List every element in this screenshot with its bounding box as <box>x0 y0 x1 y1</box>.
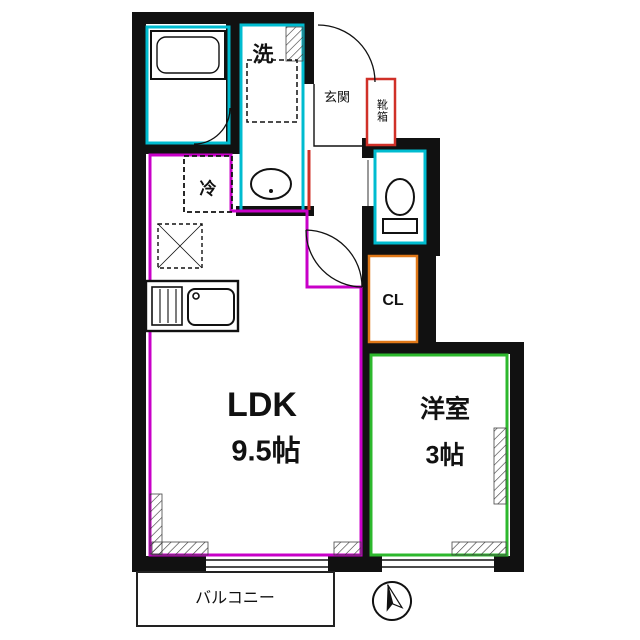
utility-box <box>157 223 203 269</box>
fixtures <box>144 30 418 333</box>
western-room-label: 洋室 <box>419 395 471 424</box>
kitchen-sink <box>187 288 235 326</box>
wall-center-divider <box>362 212 370 556</box>
bathtub-inner <box>156 36 220 74</box>
hatch-western-bottom <box>451 541 507 556</box>
balcony-label: バルコニー <box>195 590 275 607</box>
toilet-bowl <box>385 178 415 216</box>
refrigerator-label: 冷 <box>199 179 217 199</box>
bath-door-arc <box>193 107 231 145</box>
entrance-label: 玄関 <box>323 89 351 105</box>
shoe-cabinet-outline <box>365 77 397 147</box>
sink-faucet <box>192 292 200 300</box>
compass-needle-dark <box>386 584 393 612</box>
toilet-tank <box>382 218 418 234</box>
refrigerator-box <box>183 155 233 213</box>
closet-label: CL <box>382 292 404 309</box>
western-room-outline <box>369 353 509 557</box>
utility-box-diag-2 <box>157 223 203 269</box>
hatched-areas <box>149 26 507 556</box>
hatch-ldk-bottom-right <box>333 541 362 556</box>
western-room-size-label: 3帖 <box>425 441 465 470</box>
genkan-step-line <box>313 84 364 147</box>
wall-top <box>132 12 314 24</box>
wash-basin <box>250 168 292 200</box>
windows <box>206 556 494 572</box>
basin-drain <box>269 189 273 193</box>
ldk-room-outline <box>148 153 363 557</box>
western-window-gap <box>382 556 494 572</box>
wall-left <box>132 12 146 572</box>
washing-machine-box <box>246 59 298 123</box>
stove <box>151 286 183 326</box>
laundry-room-label: 洗 <box>252 43 274 67</box>
ldk-room-size-label: 9.5帖 <box>231 435 301 468</box>
wall-laundry-entrance-divider <box>304 12 314 84</box>
hatch-western-right <box>493 427 507 505</box>
ldk-window-gap <box>206 556 328 572</box>
wall-closet-right <box>418 250 436 350</box>
hatch-laundry-top <box>285 26 304 62</box>
hatch-ldk-bottom-left <box>151 541 209 556</box>
balcony-outline <box>136 571 335 627</box>
shoe-cabinet-label: 靴箱 <box>375 99 388 123</box>
toilet-room-outline <box>373 149 427 245</box>
closet-outline <box>367 254 419 344</box>
wall-right <box>510 342 524 572</box>
bath-room-outline <box>145 25 231 145</box>
bathtub-outer <box>150 30 226 80</box>
ldk-room-label: LDK <box>227 386 297 424</box>
north-compass-icon <box>372 581 412 621</box>
doors <box>305 24 376 288</box>
toilet-door-gap <box>360 158 374 206</box>
compass-needle-light <box>387 584 404 609</box>
wall-bath-bottom <box>132 142 240 154</box>
ldk-door-arc-2 <box>305 229 363 288</box>
ldk-door-arc-1 <box>305 229 363 288</box>
wall-western-top <box>362 342 524 354</box>
entrance-door-arc <box>317 24 376 83</box>
